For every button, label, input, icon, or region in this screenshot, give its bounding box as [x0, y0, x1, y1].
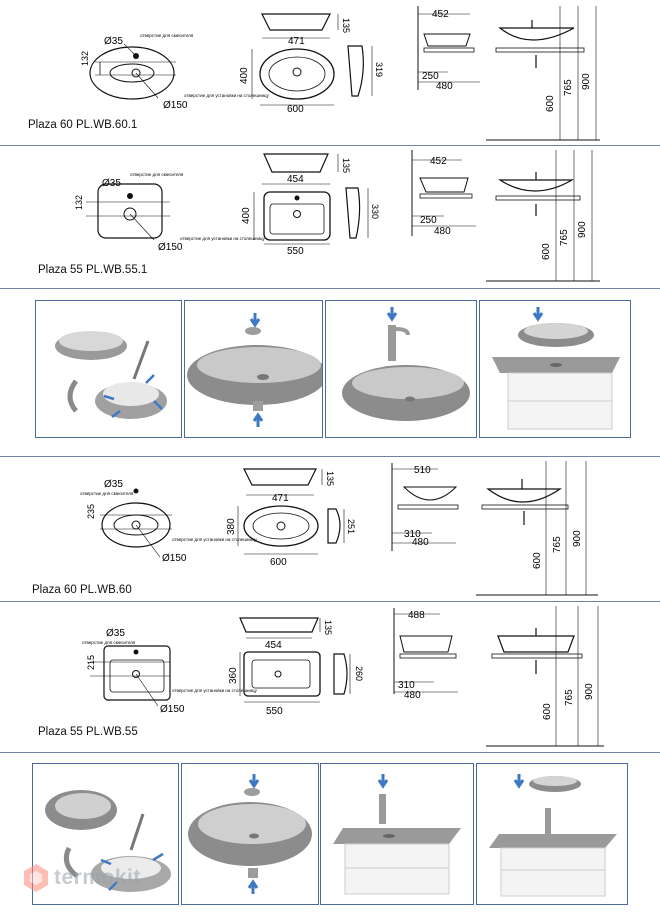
svg-text:319: 319: [374, 62, 384, 77]
svg-text:471: 471: [272, 493, 289, 504]
svg-text:отверстие для установки на сто: отверстие для установки на столешницу: [184, 93, 270, 98]
section-divider: [0, 752, 660, 753]
svg-text:900: 900: [581, 73, 592, 90]
svg-text:132: 132: [74, 195, 84, 210]
install-step-6: [181, 763, 319, 905]
svg-text:480: 480: [436, 81, 453, 92]
svg-text:765: 765: [552, 536, 563, 553]
svg-text:отверстие для установки на сто: отверстие для установки на столешницу: [180, 236, 266, 241]
svg-text:Ø150: Ø150: [160, 704, 185, 715]
svg-text:400: 400: [241, 207, 252, 224]
technical-drawing-2: 132 Ø35 отверстие для смесителя Ø150 отв…: [74, 150, 600, 282]
model-title: Plaza 55 PL.WB.55.1: [38, 264, 148, 276]
svg-text:600: 600: [541, 243, 552, 260]
svg-text:452: 452: [430, 156, 447, 167]
section-divider: [0, 288, 660, 289]
svg-text:250: 250: [420, 215, 437, 226]
section-plaza-55-1: 132 Ø35 отверстие для смесителя Ø150 отв…: [0, 146, 660, 286]
svg-text:310: 310: [404, 529, 421, 540]
section-divider: [0, 601, 660, 602]
install-step-4: [479, 300, 631, 438]
svg-text:480: 480: [434, 226, 451, 237]
svg-text:600: 600: [270, 557, 287, 568]
svg-text:Ø150: Ø150: [162, 553, 187, 564]
svg-text:380: 380: [226, 518, 237, 535]
svg-text:400: 400: [239, 67, 250, 84]
section-plaza-60-1: 132 Ø35 отверстие для смесителя Ø150 отв…: [0, 0, 660, 145]
section-plaza-60: 235 Ø35 отверстие для смесителя Ø150 отв…: [0, 457, 660, 599]
svg-text:480: 480: [404, 690, 421, 701]
svg-text:480: 480: [412, 537, 429, 548]
svg-text:отверстие для смесителя: отверстие для смесителя: [140, 33, 194, 38]
svg-text:отверстие для смесителя: отверстие для смесителя: [82, 640, 136, 645]
svg-text:135: 135: [341, 158, 351, 173]
svg-text:600: 600: [532, 552, 543, 569]
svg-text:452: 452: [432, 9, 449, 20]
svg-text:260: 260: [354, 666, 364, 681]
svg-text:235: 235: [86, 504, 96, 519]
technical-drawing-3: 235 Ø35 отверстие для смесителя Ø150 отв…: [80, 461, 598, 596]
svg-text:454: 454: [287, 174, 304, 185]
svg-text:Ø150: Ø150: [163, 100, 188, 111]
svg-text:Ø35: Ø35: [104, 479, 123, 490]
svg-text:900: 900: [572, 530, 583, 547]
svg-text:488: 488: [408, 610, 425, 621]
section-plaza-55: 215 Ø35 отверстие для смесителя Ø150 отв…: [0, 602, 660, 748]
install-step-1: [35, 300, 182, 438]
svg-text:765: 765: [564, 689, 575, 706]
watermark-text: termokit: [54, 866, 141, 889]
section-divider: [0, 145, 660, 146]
svg-text:765: 765: [559, 229, 570, 246]
section-divider: [0, 456, 660, 457]
svg-text:отверстие для установки на сто: отверстие для установки на столешницу: [172, 688, 258, 693]
install-step-5: [32, 763, 179, 905]
svg-text:Ø35: Ø35: [106, 628, 125, 639]
svg-text:215: 215: [86, 655, 96, 670]
svg-text:600: 600: [542, 703, 553, 720]
svg-text:765: 765: [563, 79, 574, 96]
svg-text:отверстие для установки на сто: отверстие для установки на столешницу: [172, 537, 258, 542]
model-title: Plaza 60 PL.WB.60.1: [28, 119, 138, 131]
model-title: Plaza 55 PL.WB.55: [38, 726, 138, 738]
model-title: Plaza 60 PL.WB.60: [32, 584, 132, 596]
svg-text:Ø150: Ø150: [158, 242, 183, 253]
svg-text:Ø35: Ø35: [104, 36, 123, 47]
svg-text:отверстие для смесителя: отверстие для смесителя: [80, 491, 134, 496]
install-step-8: [476, 763, 628, 905]
svg-text:135: 135: [341, 18, 351, 33]
svg-text:900: 900: [584, 683, 595, 700]
svg-text:900: 900: [577, 221, 588, 238]
svg-text:310: 310: [398, 680, 415, 691]
svg-text:330: 330: [370, 204, 380, 219]
install-step-3: [325, 300, 477, 438]
svg-text:471: 471: [288, 36, 305, 47]
svg-text:550: 550: [287, 246, 304, 257]
watermark: termokit: [22, 858, 141, 898]
svg-text:360: 360: [228, 667, 239, 684]
svg-text:отверстие для смесителя: отверстие для смесителя: [130, 172, 184, 177]
svg-text:251: 251: [346, 519, 356, 534]
hexagon-logo-icon: [24, 864, 48, 892]
install-step-7: [320, 763, 474, 905]
svg-text:600: 600: [545, 95, 556, 112]
svg-text:135: 135: [325, 471, 335, 486]
svg-text:454: 454: [265, 640, 282, 651]
svg-text:135: 135: [323, 620, 333, 635]
svg-text:Ø35: Ø35: [102, 178, 121, 189]
svg-text:510: 510: [414, 465, 431, 476]
svg-text:600: 600: [287, 104, 304, 115]
install-step-2: [184, 300, 323, 438]
svg-text:550: 550: [266, 706, 283, 717]
svg-text:250: 250: [422, 71, 439, 82]
technical-drawing-4: 215 Ø35 отверстие для смесителя Ø150 отв…: [82, 606, 604, 747]
svg-text:132: 132: [80, 51, 90, 66]
technical-drawing-1: 132 Ø35 отверстие для смесителя Ø150 отв…: [80, 6, 600, 141]
